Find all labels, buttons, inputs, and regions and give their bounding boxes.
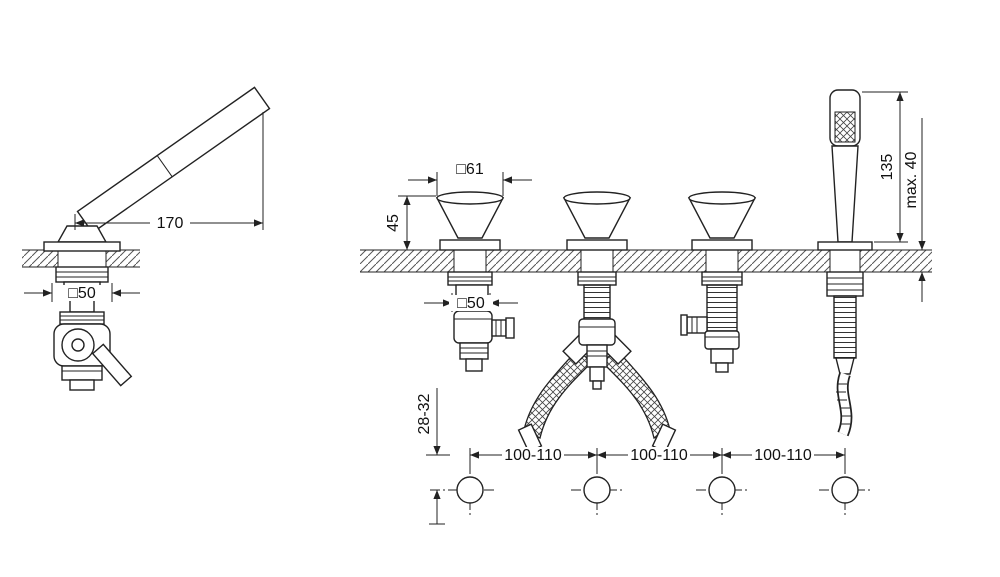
dim-deck-thickness: max. 40 [903, 151, 920, 208]
dim-hole-spacing-3: 100-110 [754, 447, 812, 464]
hand-shower [817, 89, 873, 437]
deck-cutouts [453, 250, 861, 272]
drill-hole-3 [708, 476, 736, 504]
threaded-shank-3 [706, 284, 738, 332]
drill-hole-1 [456, 476, 484, 504]
braided-hose-right [601, 349, 671, 439]
drill-holes [430, 464, 871, 516]
diverter-valve-left [53, 311, 133, 391]
spout-base [56, 225, 108, 243]
tub-spout-assembly [43, 86, 271, 391]
side-port-right [491, 319, 507, 337]
valve-underbody-1 [447, 271, 515, 372]
spout-tube [76, 86, 271, 234]
dim-handle-square: □61 [456, 161, 484, 178]
handle-cone-2 [562, 191, 632, 251]
dim-spout-base-square: □50 [68, 285, 96, 302]
dim-hole-spacing-2: 100-110 [630, 447, 688, 464]
deck-section-left [22, 249, 140, 268]
threaded-shank-4 [833, 295, 857, 359]
drill-hole-4 [831, 476, 859, 504]
shower-handle [831, 145, 859, 243]
shower-flange [817, 241, 873, 251]
threaded-shank-2 [583, 284, 611, 320]
braided-hose-left [523, 349, 593, 439]
spray-face [834, 111, 856, 143]
dim-hole-offset: 28-32 [416, 393, 433, 434]
mixer-underbody-2 [517, 271, 677, 453]
dim-spout-length: 170 [157, 215, 184, 232]
drill-hole-2 [583, 476, 611, 504]
deck-section-right [360, 249, 932, 273]
valve-underbody-3 [680, 271, 743, 373]
dim-shower-length: 135 [879, 154, 896, 181]
handle-cone-1 [435, 191, 505, 251]
dim-hole-spacing-1: 100-110 [504, 447, 562, 464]
dim-handle-height: 45 [385, 214, 402, 232]
handle-cone-3 [687, 191, 757, 251]
dimensions: 170 □50 □61 45 □50 135 max. 40 [24, 91, 926, 525]
spout-flange [43, 241, 121, 252]
dim-valve-square: □50 [457, 295, 485, 312]
valve-handle [91, 343, 133, 387]
